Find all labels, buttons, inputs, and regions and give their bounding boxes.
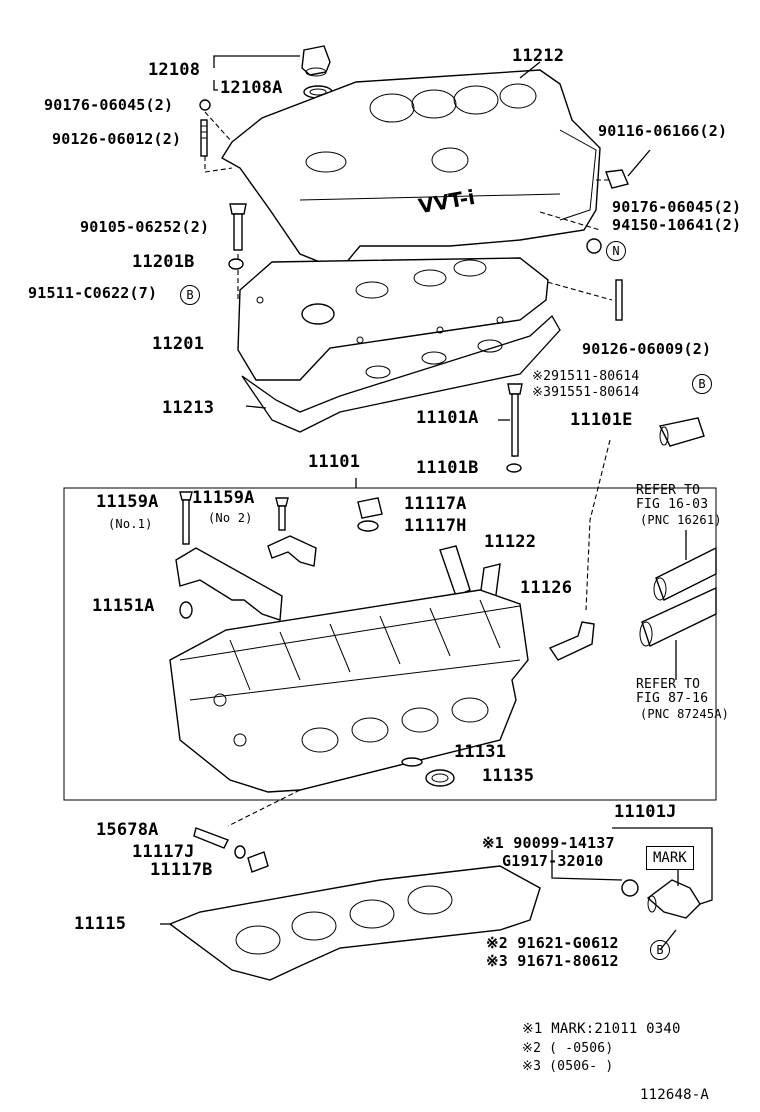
label-11117J: 11117J — [132, 842, 195, 862]
label-no1: (No.1) — [108, 517, 153, 531]
label-91511: 91511-C0622(7) — [28, 284, 158, 302]
label-11117B: 11117B — [150, 860, 213, 880]
label-90176-a: 90176-06045(2) — [44, 96, 174, 114]
label-11213: 11213 — [162, 398, 215, 418]
label-12108: 12108 — [148, 60, 201, 80]
label-11151A: 11151A — [92, 596, 155, 616]
label-90099: ※1 90099-14137 — [482, 834, 615, 852]
label-11159A-1: 11159A — [96, 492, 159, 512]
bolt-90105 — [229, 203, 247, 251]
label-91511-80614: ※291511-80614 — [532, 369, 640, 384]
cylinder-head-cover — [237, 257, 549, 381]
refer-1-line-1: REFER TO — [636, 483, 701, 498]
nut-90176-b — [586, 238, 602, 254]
head-assembly-box — [63, 487, 717, 801]
label-11101B: 11101B — [416, 458, 479, 478]
refer-2-line-2: FIG 87-16 — [636, 691, 709, 706]
label-11101J: 11101J — [614, 802, 677, 822]
cam-bearing-cap-1 — [175, 547, 283, 621]
label-90126-b: 90126-06009(2) — [582, 340, 712, 358]
cam-bearing-cap-2 — [267, 535, 317, 567]
label-G1917: G1917-32010 — [502, 852, 604, 870]
label-no2: (No 2) — [208, 511, 253, 525]
refer-2-line-1: REFER TO — [636, 677, 701, 692]
label-11201: 11201 — [152, 334, 205, 354]
refer-1-line-3: (PNC 16261) — [640, 513, 722, 527]
label-11117A: 11117A — [404, 494, 467, 514]
hose-16261 — [653, 546, 717, 601]
footnote-2: ※2 ( -0506) — [522, 1041, 614, 1056]
stud-90126-b — [615, 279, 623, 321]
label-11117H: 11117H — [404, 516, 467, 536]
stud-90126 — [200, 119, 208, 157]
label-11101E: 11101E — [570, 410, 633, 430]
valve-guide-11122 — [439, 545, 471, 597]
refer-2-line-3: (PNC 87245A) — [640, 707, 730, 721]
label-90176-b: 90176-06045(2) — [612, 198, 742, 216]
label-11122: 11122 — [484, 532, 537, 552]
circle-b-2: B — [692, 374, 712, 394]
label-91551-80614: ※391551-80614 — [532, 385, 640, 400]
head-gasket — [168, 865, 541, 981]
label-11159A-2: 11159A — [192, 488, 255, 508]
engine-cover: VVT-i — [221, 69, 601, 271]
label-11131: 11131 — [454, 742, 507, 762]
footnote-3: ※3 (0506- ) — [522, 1059, 614, 1074]
figure-number: 112648-A — [640, 1087, 710, 1103]
label-11101A: 11101A — [416, 408, 479, 428]
o-ring-90099 — [621, 879, 639, 897]
hose-87245A — [639, 586, 717, 647]
label-11135: 11135 — [482, 766, 535, 786]
water-outlet-elbow — [548, 621, 595, 661]
label-91671: ※3 91671-80612 — [486, 952, 619, 970]
plug-11117A — [357, 497, 383, 519]
bolt-90116 — [605, 169, 629, 189]
circle-n: N — [606, 241, 626, 261]
head-bolt-washer — [506, 463, 522, 473]
footnote-1: ※1 MARK:21011 0340 — [522, 1021, 681, 1037]
circle-b-3: B — [650, 940, 670, 960]
label-15678A: 15678A — [96, 820, 159, 840]
mark-box: MARK — [646, 846, 694, 870]
gasket-11117H — [357, 520, 379, 532]
label-11101: 11101 — [308, 452, 361, 472]
refer-1-line-2: FIG 16-03 — [636, 497, 709, 512]
label-90116: 90116-06166(2) — [598, 122, 728, 140]
nut-90176 — [199, 99, 211, 111]
label-91621: ※2 91621-G0612 — [486, 934, 619, 952]
circle-b-1: B — [180, 285, 200, 305]
label-90126-a: 90126-06012(2) — [52, 130, 182, 148]
plug-11101E — [658, 417, 705, 447]
plug-11117B — [247, 851, 269, 873]
plug-11151A — [179, 601, 193, 619]
gasket-11117J — [234, 845, 246, 859]
sensor-11101J — [646, 879, 701, 919]
washer-11201B — [228, 258, 244, 270]
head-bolt — [507, 383, 523, 457]
label-94150: 94150-10641(2) — [612, 216, 742, 234]
oil-seal-11135 — [425, 769, 455, 787]
label-12108A: 12108A — [220, 78, 283, 98]
label-11201B: 11201B — [132, 252, 195, 272]
label-11212: 11212 — [512, 46, 565, 66]
label-11115: 11115 — [74, 914, 127, 934]
label-90105: 90105-06252(2) — [80, 218, 210, 236]
ring-11131 — [401, 757, 423, 767]
label-11126: 11126 — [520, 578, 573, 598]
pin-15678A — [193, 827, 229, 849]
cylinder-head — [169, 589, 529, 793]
oil-filler-cap — [301, 45, 331, 77]
head-cover-gasket — [241, 314, 561, 433]
cam-bearing-cap-bolt-2 — [275, 497, 289, 531]
cam-bearing-cap-bolt-1 — [179, 491, 193, 545]
